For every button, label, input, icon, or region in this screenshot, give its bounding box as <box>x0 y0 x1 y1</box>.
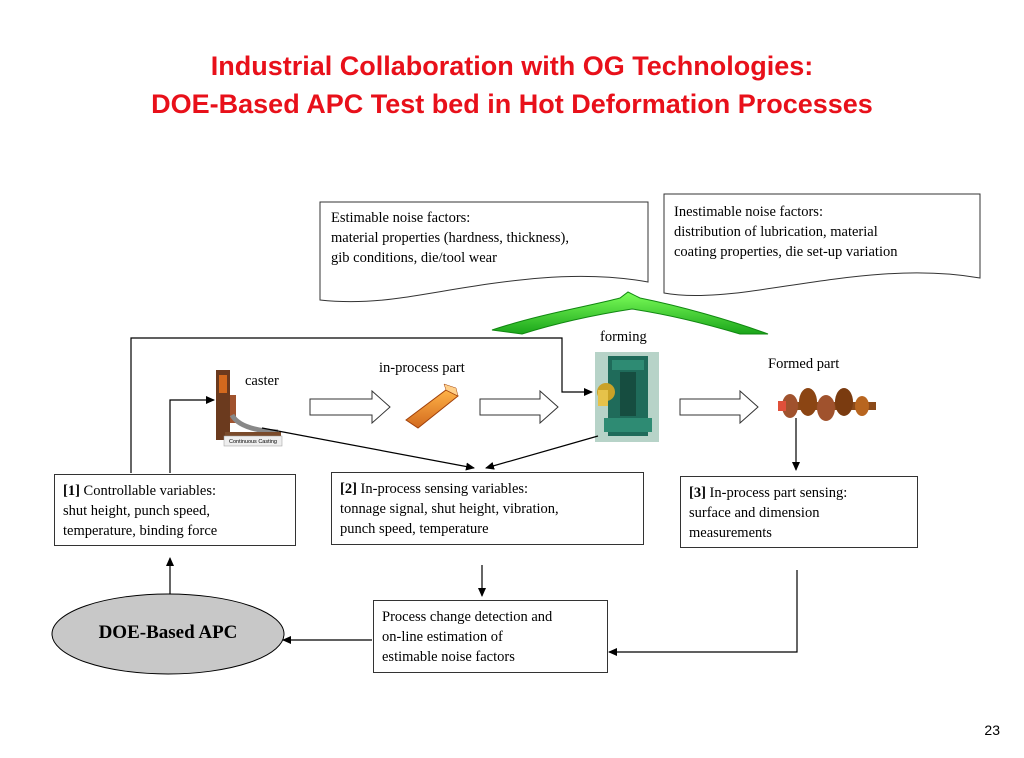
inestimable-noise-doc <box>663 193 981 296</box>
inestimable-noise-line3: coating properties, die set-up variation <box>674 244 898 260</box>
estimable-noise-doc <box>319 201 649 303</box>
estimable-noise-heading: Estimable noise factors: <box>331 210 471 226</box>
hollow-arrow-2 <box>479 389 559 425</box>
box1-line2: shut height, punch speed, <box>63 503 210 519</box>
estimable-noise-line2: material properties (hardness, thickness… <box>331 230 569 246</box>
box2-line2: tonnage signal, shut height, vibration, <box>340 501 559 517</box>
in-process-sensing-box: [2] In-process sensing variables: tonnag… <box>331 472 644 545</box>
slide-title-line1: Industrial Collaboration with OG Technol… <box>210 51 814 81</box>
box1-number: [1] <box>63 483 80 499</box>
inestimable-noise-line2: distribution of lubrication, material <box>674 224 878 240</box>
box3-line2: surface and dimension <box>689 505 820 521</box>
box2-heading: In-process sensing variables: <box>356 481 529 497</box>
press-to-box2-arrow <box>485 435 599 470</box>
process-change-detection-box: Process change detection and on-line est… <box>373 600 608 673</box>
hollow-arrow-1 <box>309 389 391 425</box>
box4-line3: estimable noise factors <box>382 649 515 665</box>
box3-heading: In-process part sensing: <box>705 485 848 501</box>
box4-line1: Process change detection and <box>382 609 553 625</box>
in-process-part-label: in-process part <box>379 360 465 376</box>
part-sensing-box: [3] In-process part sensing: surface and… <box>680 476 918 548</box>
caster-to-box2-arrow <box>261 427 475 471</box>
forming-label: forming <box>600 329 647 345</box>
estimable-noise-text: Estimable noise factors: material proper… <box>331 208 569 268</box>
slide-title-line2: DOE-Based APC Test bed in Hot Deformatio… <box>151 89 873 119</box>
noise-impact-arrow <box>491 291 769 335</box>
inestimable-noise-heading: Inestimable noise factors: <box>674 204 823 220</box>
box1-to-caster-line <box>169 396 215 473</box>
caster-icon: Continuous Casting <box>216 370 283 447</box>
box1-heading: Controllable variables: <box>79 483 217 499</box>
box2-number: [2] <box>340 481 357 497</box>
box4-line2: on-line estimation of <box>382 629 503 645</box>
formed-part-icon <box>778 388 876 421</box>
controllable-variables-box: [1] Controllable variables: shut height,… <box>54 474 296 546</box>
forming-press-icon <box>595 352 659 442</box>
doe-apc-label: DOE-Based APC <box>98 622 238 643</box>
doe-apc-ellipse <box>51 593 285 675</box>
inestimable-noise-text: Inestimable noise factors: distribution … <box>674 202 897 262</box>
box3-number: [3] <box>689 485 706 501</box>
box1-line3: temperature, binding force <box>63 523 218 539</box>
caster-label: caster <box>245 373 279 389</box>
box3-line3: measurements <box>689 525 772 541</box>
continuous-casting-label: Continuous Casting <box>229 439 277 445</box>
in-process-part-icon <box>405 383 459 429</box>
page-number: 23 <box>984 722 1000 738</box>
loop-line <box>130 337 593 473</box>
box3-to-box4-arrow <box>608 570 798 656</box>
estimable-noise-line3: gib conditions, die/tool wear <box>331 250 497 266</box>
hollow-arrow-3 <box>679 389 759 425</box>
formed-part-label: Formed part <box>768 356 840 372</box>
box2-line3: punch speed, temperature <box>340 521 489 537</box>
